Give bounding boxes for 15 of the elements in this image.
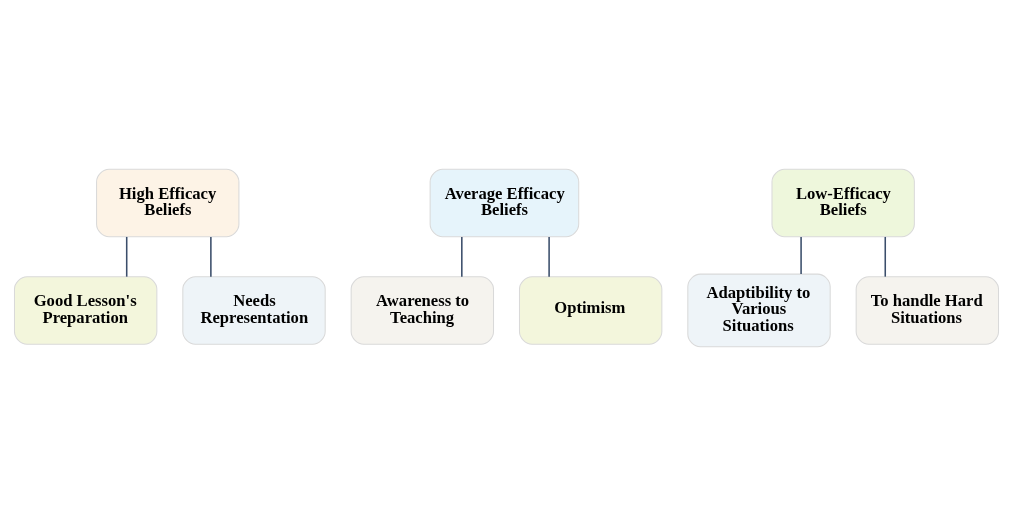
node-box: Low-Efficacy Beliefs <box>770 168 915 238</box>
node-box: Awareness to Teaching <box>350 276 494 345</box>
connector <box>209 236 212 278</box>
node-box: Needs Representation <box>181 276 326 345</box>
node-box: Optimism <box>518 276 662 345</box>
connector <box>883 236 886 278</box>
node-box: Good Lesson's Preparation <box>13 276 157 345</box>
node-box: High Efficacy Beliefs <box>95 168 239 238</box>
node-box: To handle Hard Situations <box>855 276 999 345</box>
connector <box>460 236 463 278</box>
connector <box>547 236 550 278</box>
connector <box>125 236 127 278</box>
connector <box>799 236 802 275</box>
node-box: Average Efficacy Beliefs <box>429 168 579 238</box>
node-box: Adaptibility to Various Situations <box>686 273 831 348</box>
